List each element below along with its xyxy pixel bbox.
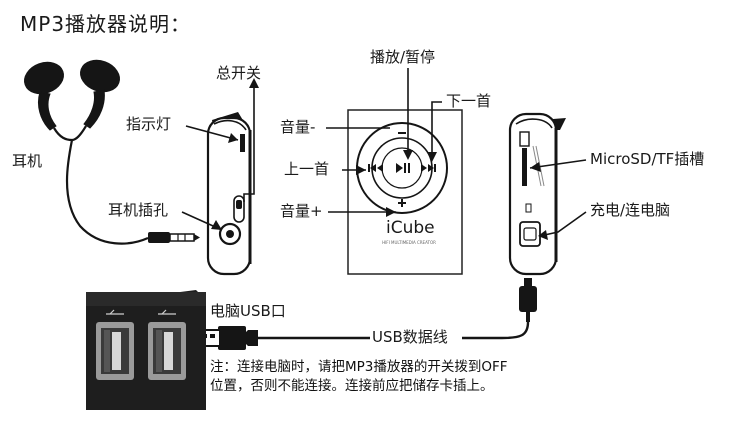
connection-note: 注：连接电脑时，请把MP3播放器的开关拨到OFF位置，否则不能连接。连接前应把储…	[210, 359, 508, 394]
label-charge-connect: 充电/连电脑	[590, 201, 671, 219]
device-brand: iCube	[386, 218, 435, 238]
indicator-led-icon	[240, 134, 245, 152]
usb-cable-line	[258, 321, 530, 340]
right-earbud-icon	[80, 59, 120, 93]
earphones-illustration	[24, 59, 120, 131]
label-play-pause: 播放/暂停	[370, 48, 436, 66]
usb-symbol-icon	[106, 309, 176, 315]
device-front-view	[347, 109, 463, 275]
label-volume-up: 音量+	[280, 202, 323, 220]
previous-track-icon	[368, 164, 383, 172]
callout-arrowheads	[211, 78, 548, 240]
usb-port-left	[96, 322, 134, 380]
right-earbud-stem	[83, 89, 105, 129]
callout-lines	[181, 68, 587, 237]
left-earbud-stem	[37, 91, 57, 131]
microsd-slot-icon	[522, 148, 527, 186]
device-left-side-view	[206, 112, 252, 276]
volume-up-icon	[398, 199, 406, 207]
label-volume-down: 音量-	[280, 118, 316, 136]
next-track-icon	[421, 164, 436, 172]
left-earbud-icon	[24, 61, 64, 95]
earphone-plug	[148, 232, 200, 243]
device-right-side-view	[508, 112, 566, 276]
diagram-title: MP3播放器说明：	[20, 12, 192, 36]
earphone-cable	[53, 125, 149, 245]
micro-usb-port-icon	[519, 221, 541, 247]
label-indicator: 指示灯	[126, 115, 172, 133]
label-previous-track: 上一首	[284, 160, 330, 178]
label-earphone-jack: 耳机插孔	[108, 201, 169, 219]
device-fine-print: HIFI MULTIMEDIA CREATOR	[382, 240, 436, 245]
label-pc-usb-port: 电脑USB口	[210, 302, 286, 320]
label-next-track: 下一首	[446, 92, 492, 110]
usb-port-right	[148, 322, 186, 380]
usb-cable-micro-plug	[519, 278, 537, 322]
label-power-switch: 总开关	[216, 64, 262, 82]
pc-usb-ports-illustration	[86, 290, 206, 410]
label-usb-cable: USB数据线	[372, 328, 448, 346]
label-microsd-slot: MicroSD/TF插槽	[590, 150, 705, 168]
label-earphones: 耳机	[12, 152, 43, 170]
play-pause-icon	[396, 163, 410, 173]
